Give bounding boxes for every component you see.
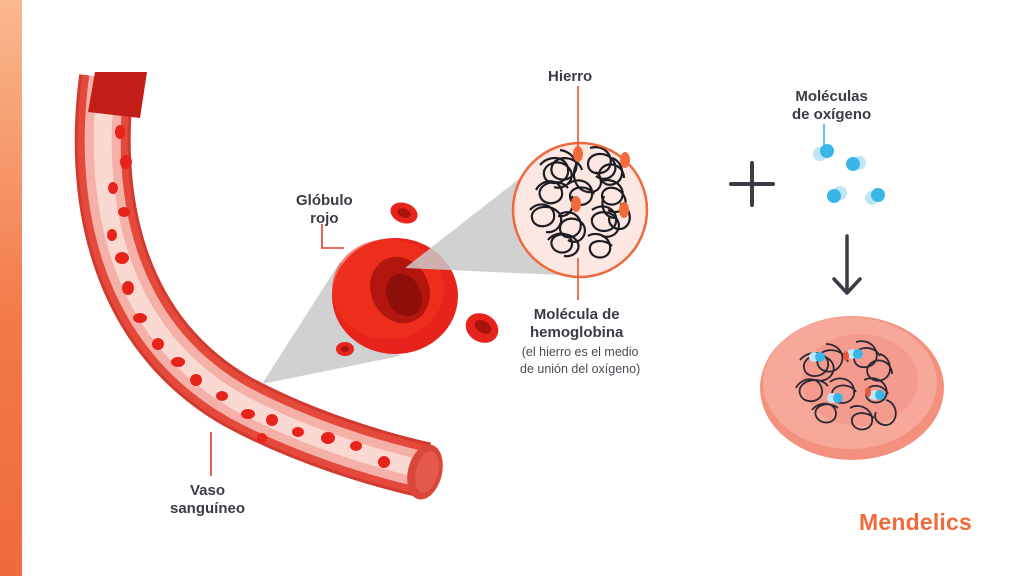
plus-icon <box>729 161 775 207</box>
side-accent-strip <box>0 0 22 576</box>
zoom-cone-cell <box>262 262 400 384</box>
vessel-top-opening <box>88 72 147 118</box>
oxygen-label: Moléculas de oxígeno <box>792 88 872 123</box>
oxygen-molecules <box>813 144 885 205</box>
red-blood-cell-small-1 <box>390 202 418 224</box>
oxygenated-red-cell <box>760 316 944 460</box>
red-blood-cell-small-2 <box>465 313 499 343</box>
brand-logo-text: Mendelics <box>858 509 972 535</box>
red-cell-label-line <box>321 224 344 249</box>
hemoglobin-label: Molécula de hemoglobina <box>530 306 624 341</box>
red-blood-cell-small-3 <box>336 342 354 356</box>
vessel-cells <box>107 125 390 468</box>
red-cell-label: Glóbulo rojo <box>296 192 353 227</box>
arrow-down-icon <box>832 234 862 295</box>
hemoglobin-note: (el hierro es el medio de unión del oxíg… <box>520 345 641 376</box>
hemoglobin-molecule <box>511 141 649 279</box>
blood-vessel <box>74 72 443 500</box>
vessel-label: Vaso sanguíneo <box>170 482 246 517</box>
iron-label: Hierro <box>548 68 593 85</box>
bound-oxygen <box>809 349 885 403</box>
iron-atoms <box>571 146 630 218</box>
